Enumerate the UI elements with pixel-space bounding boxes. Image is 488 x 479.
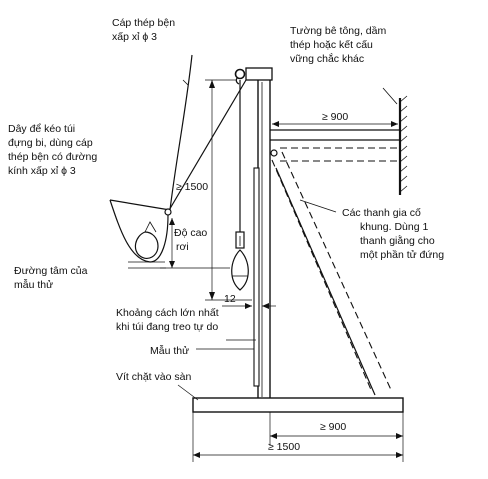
label-gap-1: Khoảng cách lớn nhất	[116, 307, 219, 319]
label-specimen: Mẫu thử	[150, 344, 189, 357]
label-dim-1500-bottom: ≥ 1500	[268, 441, 300, 453]
label-brace-4: một phần tử đứng	[360, 249, 444, 261]
label-dim-12: 12	[224, 293, 236, 305]
steel-wire	[167, 79, 247, 232]
brace-members	[271, 147, 400, 396]
label-pull-3: thép bện có đường	[8, 151, 97, 163]
label-brace-3: thanh giằng cho	[360, 234, 435, 247]
label-drop-1: Độ cao	[174, 227, 207, 239]
horizontal-arm	[270, 129, 400, 141]
vertical-post	[257, 77, 271, 401]
specimen-plate	[253, 167, 260, 387]
label-pull-4: kính xấp xỉ ϕ 3	[8, 165, 76, 177]
top-pulley	[234, 67, 273, 85]
label-wire-2: xấp xỉ ϕ 3	[112, 31, 157, 43]
label-screw: Vít chặt vào sàn	[116, 371, 191, 383]
label-dim-900-top: ≥ 900	[322, 111, 348, 123]
label-centre-1: Đường tâm của	[14, 265, 88, 277]
label-pull-1: Dây để kéo túi	[8, 123, 75, 135]
label-pull-2: đựng bi, dùng cáp	[8, 137, 93, 149]
label-wire-1: Cáp thép bện	[112, 17, 175, 29]
specimen-leaders	[128, 199, 337, 401]
label-wall-1: Tường bê tông, dầm	[290, 25, 386, 37]
label-brace-1: Các thanh gia cố	[342, 207, 421, 219]
dim-top-900	[272, 121, 398, 127]
label-wall-3: vững chắc khác	[290, 52, 364, 65]
label-gap-2: khi túi đang treo tự do	[116, 321, 218, 333]
label-dim-900-bottom: ≥ 900	[320, 421, 346, 433]
hanging-shot-bag	[231, 231, 249, 291]
dim-drop-height	[160, 218, 230, 269]
label-brace-2: khung. Dùng 1	[360, 221, 428, 233]
base-beam	[192, 397, 404, 413]
label-drop-2: rơi	[176, 241, 189, 253]
label-wall-2: thép hoặc kết cấu	[290, 39, 373, 51]
dim-gap-12	[222, 303, 276, 309]
label-dim-1500-vertical: ≥ 1500	[176, 181, 208, 193]
pull-rope	[169, 54, 193, 211]
wall	[382, 87, 408, 195]
dim-vertical-1500	[205, 79, 252, 301]
dim-bottom	[192, 412, 404, 462]
raised-shot-bag	[109, 199, 172, 263]
label-centre-2: mẫu thử	[14, 278, 53, 291]
